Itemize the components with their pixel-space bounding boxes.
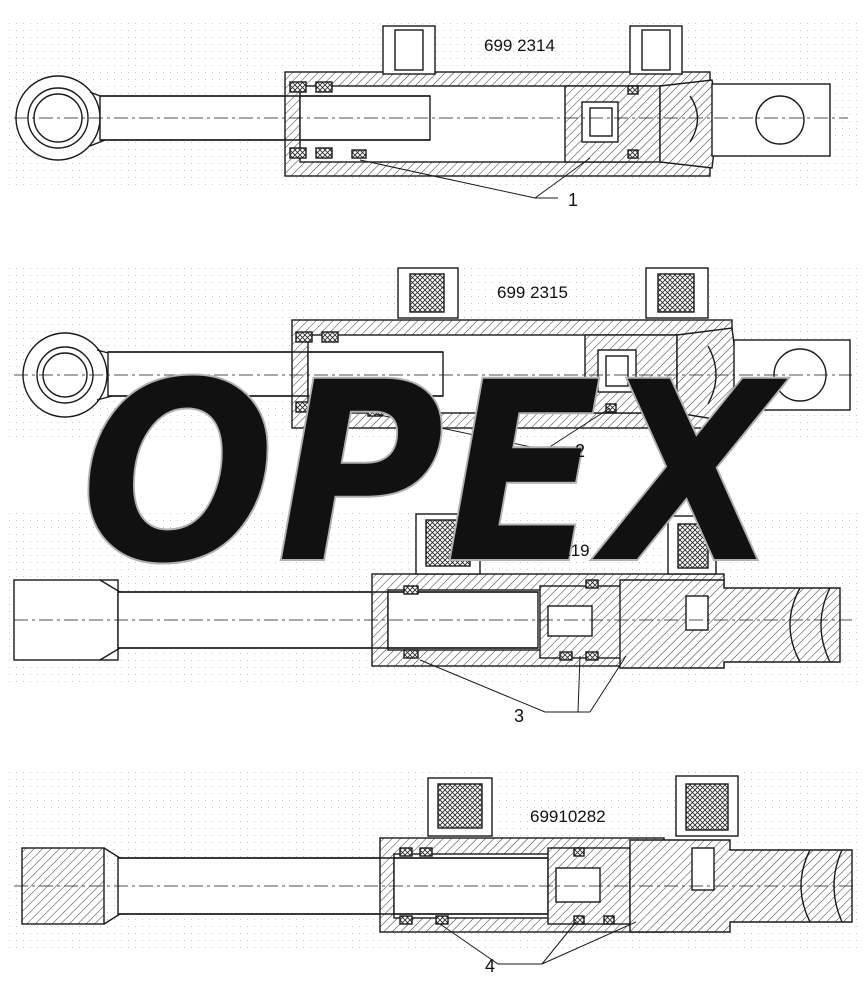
cylinder-699-2314 — [14, 25, 848, 199]
callout-number: 4 — [485, 956, 495, 976]
port-fitting — [629, 25, 683, 75]
part-number-label: 69910282 — [530, 807, 606, 826]
callout-number: 2 — [575, 441, 585, 461]
callout-number: 3 — [514, 706, 524, 726]
cylinder-69910282 — [14, 775, 856, 965]
watermark: OPEX — [79, 327, 790, 620]
cylinder-69910219 — [13, 513, 852, 713]
cylinder-699-2315 — [14, 267, 852, 451]
watermark-logo-text: OPEX — [80, 328, 789, 619]
callout-number: 1 — [568, 190, 578, 210]
part-number-label: 699 2315 — [497, 283, 568, 302]
port-fitting — [382, 25, 436, 75]
part-number-label: 699 2314 — [484, 36, 555, 55]
rear-mount-block — [619, 579, 841, 669]
part-number-label: 69910219 — [514, 541, 590, 560]
